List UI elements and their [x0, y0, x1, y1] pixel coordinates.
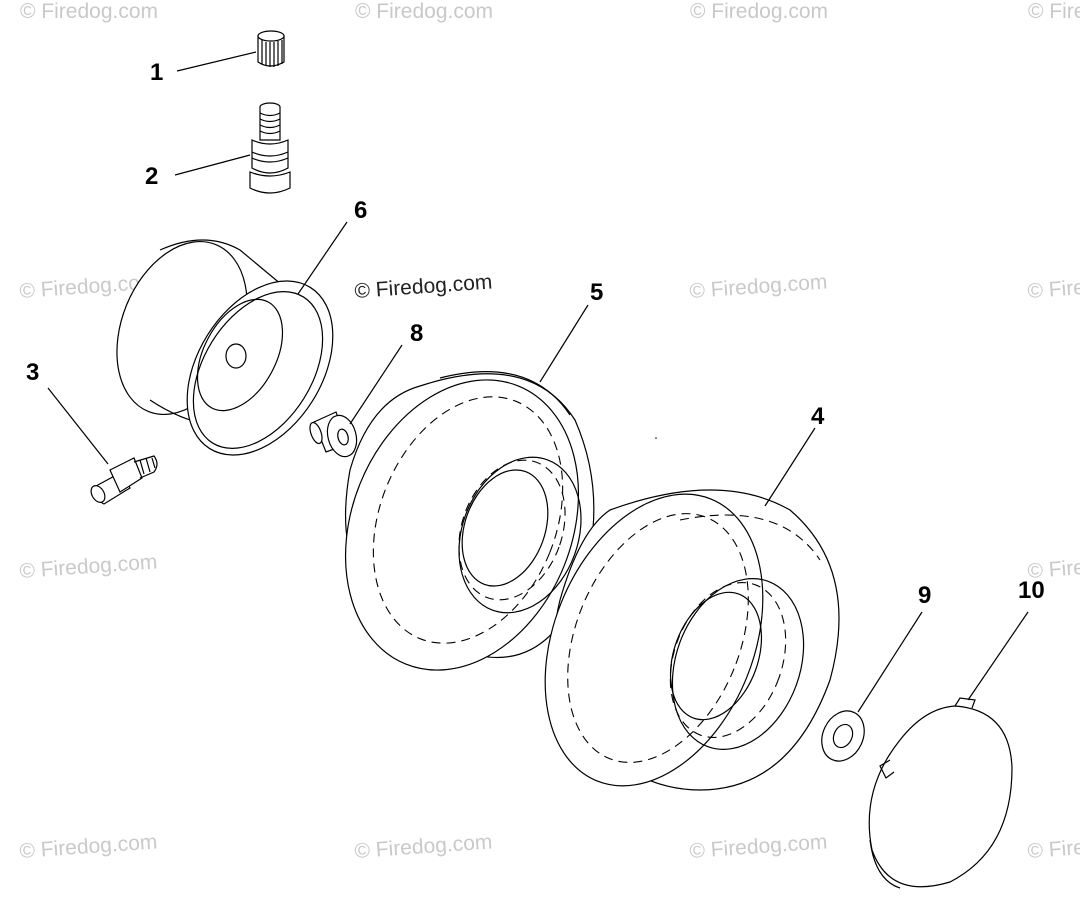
- leader-line-8: [349, 344, 403, 425]
- watermark: © Firedog.com: [19, 830, 158, 863]
- leader-line-5: [539, 304, 589, 383]
- bushing-part: [309, 411, 358, 458]
- callout-10: 10: [1018, 577, 1045, 604]
- watermark: © Firedog.com: [1027, 270, 1080, 303]
- callout-9: 9: [918, 582, 931, 609]
- callout-5: 5: [590, 279, 603, 306]
- leader-line-6: [297, 221, 348, 295]
- leader-line-1: [176, 51, 257, 72]
- watermark: © Firedog.com: [690, 0, 828, 23]
- leader-line-2: [174, 154, 251, 176]
- watermark: © Firedog.com: [355, 0, 493, 23]
- watermark: © Firedog.com: [1028, 0, 1080, 23]
- callout-8: 8: [410, 320, 423, 347]
- washer-part: [821, 710, 865, 762]
- wheel-rim-part: [116, 239, 334, 456]
- leader-line-3: [47, 387, 109, 465]
- watermark: © Firedog.com: [20, 0, 158, 23]
- tire-part: [544, 489, 840, 791]
- valve-cap-part: [257, 30, 285, 67]
- callout-4: 4: [811, 403, 825, 430]
- leader-line-10: [967, 611, 1029, 701]
- callout-3: 3: [26, 359, 39, 386]
- tire-tube-part: [344, 371, 595, 671]
- valve-stem-part: [249, 102, 291, 194]
- watermark: © Firedog.com: [689, 270, 828, 303]
- watermark: © Firedog.com: [354, 830, 493, 863]
- leader-line-4: [764, 427, 816, 507]
- callout-2: 2: [145, 163, 158, 190]
- leader-line-9: [857, 611, 923, 713]
- watermark: © Firedog.com: [19, 550, 158, 583]
- watermark-center: © Firedog.com: [354, 270, 493, 303]
- watermark: © Firedog.com: [1027, 830, 1080, 863]
- callout-6: 6: [354, 197, 367, 224]
- callout-1: 1: [150, 59, 163, 86]
- callout-labels: 1 2 3 4 5 6 8 9 10: [26, 59, 1045, 609]
- hub-cap-part: [868, 697, 1013, 889]
- speck: [655, 437, 657, 439]
- leader-lines: [47, 51, 1029, 713]
- watermark: © Firedog.com: [689, 830, 828, 863]
- grease-fitting-part: [90, 455, 158, 505]
